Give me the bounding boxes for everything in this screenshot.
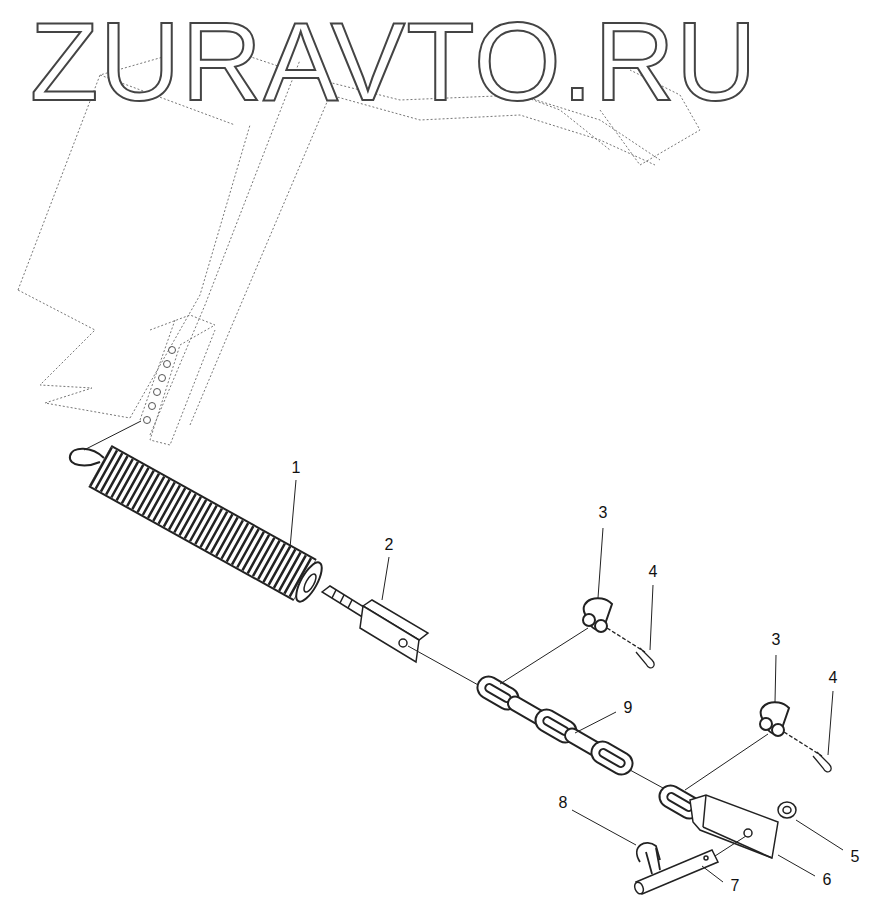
callout-number: 3 <box>599 505 608 521</box>
shackle <box>760 702 789 736</box>
leader-line <box>572 810 636 845</box>
leader-line <box>598 528 603 598</box>
callout-number: 4 <box>649 564 658 580</box>
cotter-pin <box>607 628 831 772</box>
callout-number: 3 <box>772 632 781 648</box>
leader-line <box>685 734 768 790</box>
callout-number: 7 <box>731 878 740 894</box>
hitch-pin <box>633 850 718 895</box>
leader-line <box>382 557 389 600</box>
leader-line <box>290 480 296 548</box>
callout-number: 1 <box>292 460 301 476</box>
callout-number: 8 <box>559 795 568 811</box>
leader-line <box>828 691 833 755</box>
callout-number: 6 <box>823 872 832 888</box>
spring-hook <box>70 449 104 466</box>
chain <box>473 672 636 778</box>
leader-line <box>500 628 588 684</box>
hitch-plate <box>690 795 778 858</box>
lynch-pin <box>637 843 660 874</box>
leader-line <box>778 855 815 876</box>
leader-line <box>775 655 776 702</box>
leader-line <box>408 646 480 686</box>
watermark: ZURAVTO.RU <box>30 6 758 118</box>
callout-number: 5 <box>851 849 860 865</box>
callout-number: 9 <box>624 700 633 716</box>
leader-line <box>702 866 723 882</box>
leader-line <box>650 585 653 650</box>
leader-line <box>796 820 843 850</box>
shackle <box>583 598 612 632</box>
leader-line <box>630 770 663 788</box>
callout-number: 4 <box>829 670 838 686</box>
washer <box>778 802 796 818</box>
leader-line <box>575 712 616 733</box>
leader-line <box>715 836 746 856</box>
spring <box>100 466 327 605</box>
callout-number: 2 <box>385 537 394 553</box>
eye-bolt <box>322 586 428 662</box>
bracket-holes <box>144 347 176 424</box>
